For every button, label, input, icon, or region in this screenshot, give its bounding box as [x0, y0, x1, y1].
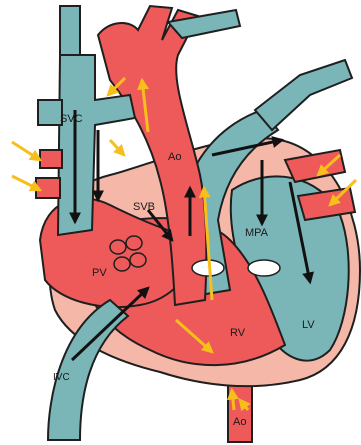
- label-svb: SVB: [133, 201, 155, 213]
- svc-side-vessel: [38, 100, 62, 125]
- label-lv: LV: [302, 319, 315, 331]
- label-mpa: MPA: [245, 227, 269, 239]
- label-ao-upper: Ao: [168, 151, 181, 163]
- inferior-vena-cava: [48, 300, 128, 440]
- label-ao-lower: Ao: [233, 416, 246, 428]
- label-pv: PV: [92, 267, 107, 279]
- label-rv: RV: [230, 327, 246, 339]
- pulmonary-valve: [248, 260, 280, 276]
- label-svc: SVC: [60, 113, 83, 125]
- pulmonary-vein-left-upper: [40, 150, 62, 168]
- label-ivc: IVC: [53, 372, 70, 383]
- pulmonary-vein-left-lower: [36, 178, 60, 198]
- left-vessel-top: [60, 6, 80, 60]
- pulmonary-branch-upper: [255, 60, 352, 130]
